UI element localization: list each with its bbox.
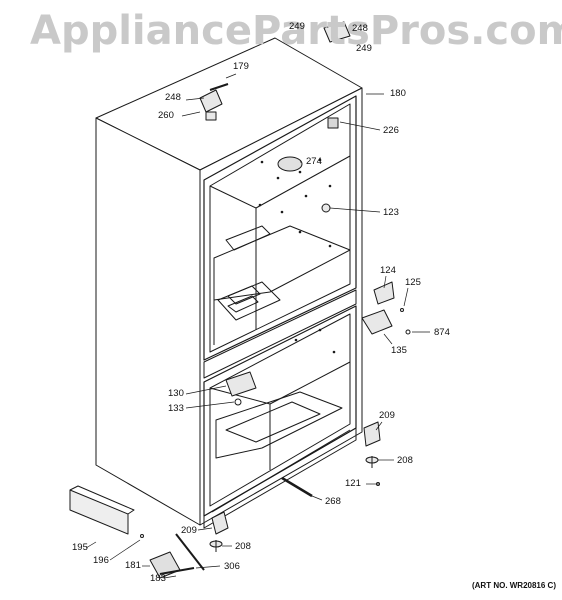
- callout-268: 268: [325, 496, 341, 507]
- mullion: [203, 289, 357, 379]
- watermark: AppliancePartsPros.com: [30, 8, 562, 54]
- kick-plate: [69, 489, 129, 535]
- callout-209-right: 209: [379, 410, 395, 421]
- callout-208-bottom: 208: [235, 541, 251, 552]
- side-bracket: [373, 281, 395, 305]
- callout-121: 121: [345, 478, 361, 489]
- callout-274: 274: [306, 156, 322, 167]
- callout-180: 180: [390, 88, 406, 99]
- callout-306: 306: [224, 561, 240, 572]
- callout-183: 183: [150, 573, 166, 584]
- callout-249-top: 249: [289, 21, 305, 32]
- callout-874: 874: [434, 327, 450, 338]
- callout-135: 135: [391, 345, 407, 356]
- callout-249-top-right: 249: [356, 43, 372, 54]
- callout-196: 196: [93, 555, 109, 566]
- cabinet-left-side: [95, 117, 201, 526]
- fresh-food-opening: [203, 95, 357, 361]
- callout-209-bottom: 209: [181, 525, 197, 536]
- callout-124: 124: [380, 265, 396, 276]
- callout-248: 248: [165, 92, 181, 103]
- top-hinge-part: [199, 89, 223, 113]
- callout-130: 130: [168, 388, 184, 399]
- callout-123: 123: [383, 207, 399, 218]
- callout-248-top: 248: [352, 23, 368, 34]
- callout-226: 226: [383, 125, 399, 136]
- freezer-bracket: [225, 371, 257, 397]
- callout-181: 181: [125, 560, 141, 571]
- callout-125: 125: [405, 277, 421, 288]
- art-number: (ART NO. WR20816 C): [471, 581, 556, 590]
- cabinet-front-frame: [199, 87, 363, 526]
- callout-179: 179: [233, 61, 249, 72]
- callout-133: 133: [168, 403, 184, 414]
- callout-260: 260: [158, 110, 174, 121]
- callout-195: 195: [72, 542, 88, 553]
- callout-208-right: 208: [397, 455, 413, 466]
